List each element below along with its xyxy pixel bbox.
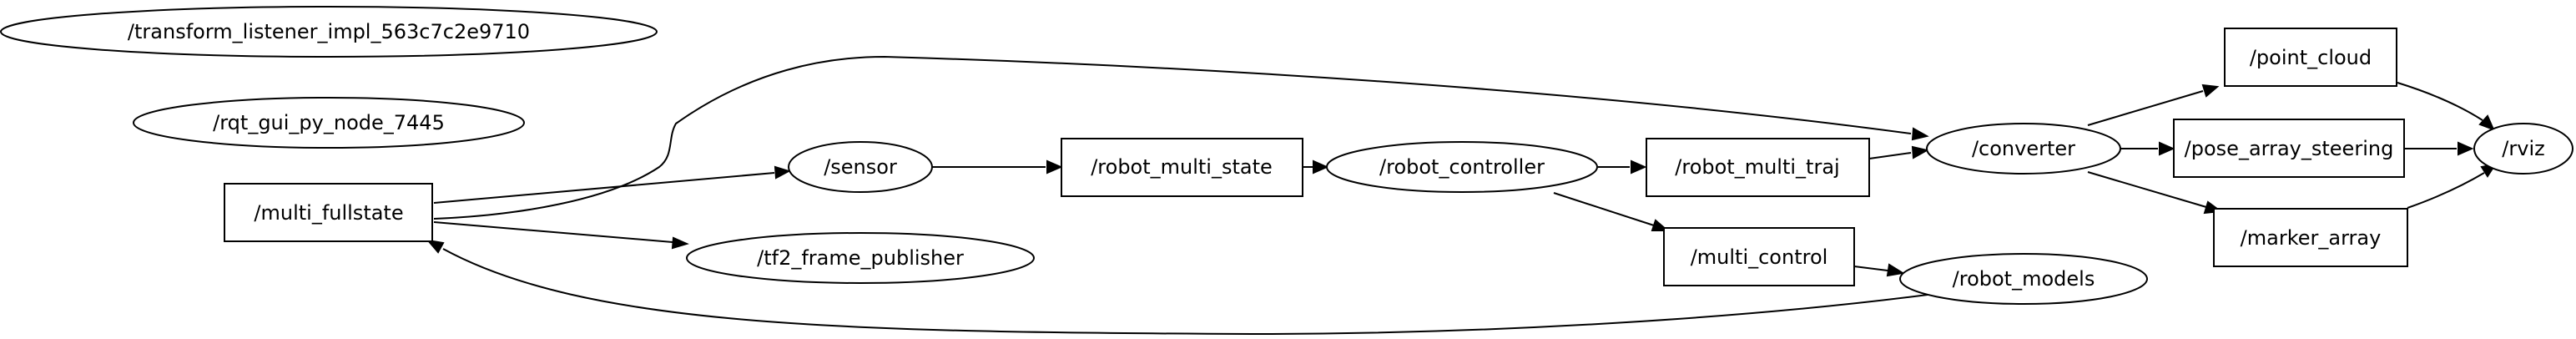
node-label: /pose_array_steering: [2185, 137, 2394, 160]
node-label: /converter: [1972, 137, 2075, 160]
edge-point-cloud-to-rviz: [2397, 82, 2495, 131]
edge-robot-multi-traj-to-converter: [1868, 145, 1929, 159]
node-multi-control[interactable]: /multi_control: [1663, 227, 1855, 286]
node-label: /robot_controller: [1379, 155, 1545, 179]
node-robot-multi-traj[interactable]: /robot_multi_traj: [1646, 138, 1870, 197]
edges: [426, 55, 2498, 336]
edge-marker-array-to-rviz: [2407, 163, 2498, 209]
edge-multi-control-to-robot-models: [1853, 263, 1905, 277]
node-label: /robot_multi_state: [1091, 155, 1273, 179]
node-label: /tf2_frame_publisher: [757, 246, 964, 270]
node-label: /robot_multi_traj: [1675, 155, 1839, 179]
node-converter[interactable]: /converter: [1926, 123, 2121, 175]
edge-robot-controller-to-multi-control: [1553, 192, 1670, 231]
node-multi-fullstate[interactable]: /multi_fullstate: [224, 183, 433, 242]
node-sensor[interactable]: /sensor: [788, 141, 933, 193]
node-rviz[interactable]: /rviz: [2473, 123, 2573, 175]
edge-robot-controller-to-robot-multi-traj: [1598, 159, 1647, 175]
node-point-cloud[interactable]: /point_cloud: [2224, 28, 2397, 87]
node-robot-multi-state[interactable]: /robot_multi_state: [1061, 138, 1303, 197]
edge-sensor-to-robot-multi-state: [930, 159, 1063, 175]
node-label: /transform_listener_impl_563c7c2e9710: [128, 20, 530, 43]
edge-multi-fullstate-to-tf2-frame-publisher: [433, 221, 689, 250]
node-marker-array[interactable]: /marker_array: [2213, 208, 2408, 267]
node-label: /rviz: [2502, 137, 2544, 160]
node-pose-array-steering[interactable]: /pose_array_steering: [2173, 119, 2405, 178]
edge-converter-to-point-cloud: [2087, 83, 2220, 126]
nodes: /transform_listener_impl_563c7c2e9710 /r…: [0, 6, 2573, 305]
node-label: /marker_array: [2241, 226, 2382, 250]
edge-pose-array-steering-to-rviz: [2404, 141, 2474, 156]
edge-robot-models-to-multi-fullstate: [426, 239, 1928, 336]
edge-converter-to-marker-array: [2087, 171, 2223, 215]
edge-multi-fullstate-to-converter: [433, 55, 1929, 220]
edge-robot-multi-state-to-robot-controller: [1303, 159, 1329, 175]
node-label: /multi_fullstate: [254, 201, 403, 225]
node-transform-listener[interactable]: /transform_listener_impl_563c7c2e9710: [0, 6, 658, 58]
edge-multi-fullstate-to-sensor: [433, 165, 791, 204]
node-tf2-frame-publisher[interactable]: /tf2_frame_publisher: [686, 232, 1035, 284]
node-robot-models[interactable]: /robot_models: [1899, 253, 2148, 305]
edge-converter-to-pose-array-steering: [2120, 141, 2175, 156]
node-label: /multi_control: [1691, 245, 1828, 269]
node-rqt-gui[interactable]: /rqt_gui_py_node_7445: [133, 97, 525, 149]
node-robot-controller[interactable]: /robot_controller: [1326, 141, 1598, 193]
node-label: /sensor: [824, 155, 897, 179]
node-label: /point_cloud: [2250, 46, 2372, 69]
node-label: /rqt_gui_py_node_7445: [213, 111, 445, 134]
node-label: /robot_models: [1953, 267, 2095, 291]
